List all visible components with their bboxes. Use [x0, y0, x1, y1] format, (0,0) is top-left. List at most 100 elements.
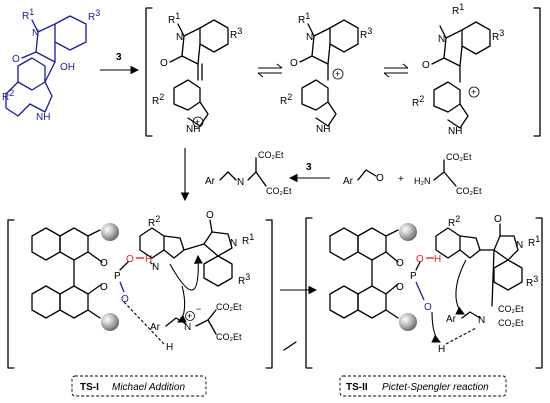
ts1-caption: TS-I Michael Addition — [71, 375, 207, 397]
nh-atom: NH — [36, 112, 50, 123]
svg-text:N: N — [152, 262, 159, 273]
r1-label: R1 — [22, 7, 34, 22]
ia-r3: R3 — [230, 26, 242, 41]
aminomalonate-reagent: H₂N CO₂Et CO₂Et — [414, 152, 482, 196]
svg-text:O: O — [100, 282, 108, 293]
svg-text:H: H — [438, 344, 445, 355]
svg-text:CO₂Et: CO₂Et — [446, 152, 472, 162]
ic-r2: R2 — [412, 94, 424, 109]
svg-text:O: O — [100, 258, 108, 269]
ts2-sphere-bottom — [399, 313, 417, 331]
ts2-binol-phosphate: O O P O H O — [329, 223, 441, 331]
ia-r1: R1 — [168, 11, 180, 26]
intermediate-c: R1 N O R3 R2 + NH — [412, 2, 504, 137]
ia-o: O — [160, 58, 168, 69]
svg-text:P: P — [114, 271, 121, 282]
catalyst-label-top: 3 — [116, 52, 122, 63]
svg-text:R2: R2 — [448, 214, 460, 229]
svg-text:N: N — [237, 177, 244, 188]
catalyst-label-mid: 3 — [306, 162, 312, 173]
svg-text:CO₂Et: CO₂Et — [266, 186, 292, 196]
ts2-substrates: R2 O N R1 R3 CO₂Et CO₂Et Ar N H — [431, 214, 540, 355]
svg-text:Ar: Ar — [446, 314, 457, 325]
svg-text:O: O — [396, 258, 404, 269]
svg-text:N: N — [478, 315, 485, 326]
svg-text:O: O — [206, 210, 214, 221]
ia-nh: NH — [186, 124, 200, 135]
svg-text:Ar: Ar — [343, 176, 354, 187]
svg-text:+: + — [471, 87, 476, 97]
ib-r1: R1 — [298, 11, 310, 26]
imine-product: Ar N CO₂Et CO₂Et — [205, 150, 292, 196]
ic-nh: NH — [448, 126, 462, 137]
ia-r2: R2 — [152, 92, 164, 107]
svg-text:CO₂Et: CO₂Et — [258, 150, 284, 160]
equilibrium-arrow-2 — [383, 63, 409, 78]
ts2-caption: TS-II Pictet-Spengler reaction — [339, 375, 507, 397]
ib-r3: R3 — [360, 26, 372, 41]
svg-text:+: + — [195, 117, 200, 127]
separator-slash — [283, 341, 297, 351]
ts1-sphere-top — [101, 223, 119, 241]
ts1-o-blue: O — [121, 294, 129, 305]
ib-r2: R2 — [280, 92, 292, 107]
ts2-o-h: O — [416, 254, 424, 265]
ts2-bracket — [305, 217, 543, 369]
r2-label: R2 — [2, 88, 14, 103]
svg-text:Ar: Ar — [205, 176, 216, 187]
svg-text:R1: R1 — [242, 232, 254, 247]
svg-text:N: N — [184, 322, 191, 333]
svg-text:Michael Addition: Michael Addition — [112, 382, 185, 393]
ts1-o-h: O — [126, 254, 134, 265]
ib-o: O — [290, 58, 298, 69]
ts2-o-blue: O — [424, 302, 432, 313]
svg-text:N: N — [230, 238, 237, 249]
ts1-binol-phosphate: O O P O H O — [31, 223, 152, 331]
ic-n: N — [438, 34, 445, 45]
svg-text:H₂N: H₂N — [414, 176, 431, 186]
svg-text:TS-II: TS-II — [346, 382, 368, 393]
ic-r1: R1 — [452, 2, 464, 17]
svg-text:O: O — [494, 214, 502, 225]
svg-text:+: + — [398, 174, 404, 185]
svg-text:CO₂Et: CO₂Et — [216, 332, 242, 342]
ts2-sphere-top — [399, 223, 417, 241]
svg-text:R1: R1 — [528, 234, 540, 249]
svg-text:+: + — [187, 311, 192, 321]
starting-3-hydroxy-oxindole: R1 N O OH R3 R2 NH — [2, 7, 100, 123]
svg-text:H: H — [145, 254, 152, 265]
svg-text:CO₂Et: CO₂Et — [498, 304, 524, 314]
svg-text:Pictet-Spengler reaction: Pictet-Spengler reaction — [382, 382, 489, 393]
svg-text:−: − — [196, 304, 201, 314]
svg-text:R3: R3 — [526, 274, 538, 289]
svg-text:N: N — [516, 240, 523, 251]
svg-text:CO₂Et: CO₂Et — [216, 302, 242, 312]
intermediate-b: R1 N O R3 R2 + NH — [280, 11, 372, 135]
svg-text:O: O — [396, 282, 404, 293]
svg-text:CO₂Et: CO₂Et — [498, 318, 524, 328]
ic-o: O — [422, 60, 430, 71]
intermediate-a: R1 N O R3 R2 + NH — [152, 11, 242, 135]
svg-text:+: + — [335, 69, 340, 79]
aldehyde-reagent: Ar O + — [343, 169, 404, 187]
oh-group: OH — [60, 62, 75, 73]
ib-n: N — [306, 32, 313, 43]
r3-label: R3 — [88, 8, 100, 23]
ts1-bracket — [7, 219, 273, 369]
svg-text:Ar: Ar — [150, 322, 161, 333]
svg-text:R3: R3 — [238, 272, 250, 287]
n-atom: N — [32, 28, 39, 39]
svg-text:H: H — [166, 342, 173, 353]
o-atom: O — [12, 54, 20, 65]
ts1-sphere-bottom — [101, 313, 119, 331]
svg-text:H: H — [434, 254, 441, 265]
ib-nh: NH — [316, 124, 330, 135]
ia-n: N — [176, 32, 183, 43]
ic-r3: R3 — [492, 28, 504, 43]
intermediate-bracket — [145, 7, 541, 137]
svg-text:O: O — [376, 173, 384, 184]
equilibrium-arrow-1 — [257, 63, 283, 78]
svg-text:TS-I: TS-I — [80, 382, 99, 393]
svg-text:P: P — [410, 271, 417, 282]
